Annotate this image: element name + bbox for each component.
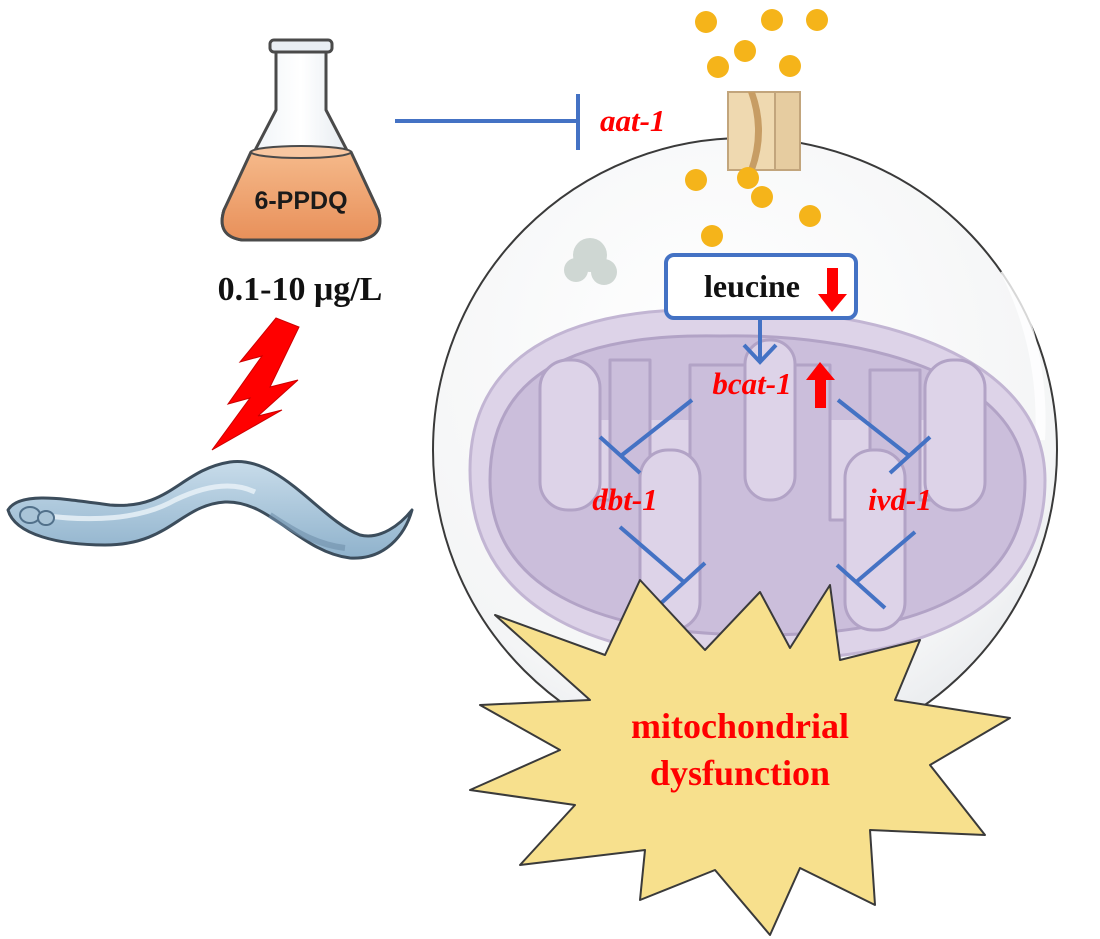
- arrow-leucine-to-bcat1: [742, 320, 778, 365]
- cell-highlight: [1000, 267, 1046, 441]
- leucine-box: [664, 253, 858, 320]
- dysfunction-burst: [469, 579, 1011, 936]
- leucine-label: leucine: [704, 268, 800, 304]
- outcome-line1: mitochondrial: [631, 706, 849, 746]
- mitochondrion: [468, 308, 1047, 662]
- gene-dbt1: dbt-1: [592, 482, 657, 517]
- leucine-decrease-arrow: [818, 268, 847, 312]
- flask-label: 6-PPDQ: [254, 187, 347, 215]
- gene-ivd1: ivd-1: [868, 482, 932, 517]
- inhibit-outcome-left-line: [618, 525, 707, 608]
- gene-aat1: aat-1: [600, 103, 665, 138]
- worm-icon: [6, 460, 414, 560]
- lightning-icon: [211, 317, 300, 451]
- inhibit-ivd1-line: [836, 398, 932, 475]
- bcat1-increase-arrow: [806, 362, 835, 408]
- inhibit-outcome-right-line: [835, 530, 917, 610]
- inhibit-dbt1-line: [598, 398, 694, 475]
- outcome-line2: dysfunction: [650, 753, 830, 793]
- cristae: [538, 338, 987, 632]
- transporter-channel: [727, 91, 801, 171]
- inhibit-aat1-line: [395, 94, 580, 150]
- concentration-label: 0.1-10 μg/L: [218, 271, 383, 308]
- leucine-particles: [685, 9, 828, 247]
- cell-vesicle: [564, 238, 617, 285]
- flask-icon: 6-PPDQ: [220, 38, 382, 242]
- gene-bcat1: bcat-1: [712, 366, 791, 401]
